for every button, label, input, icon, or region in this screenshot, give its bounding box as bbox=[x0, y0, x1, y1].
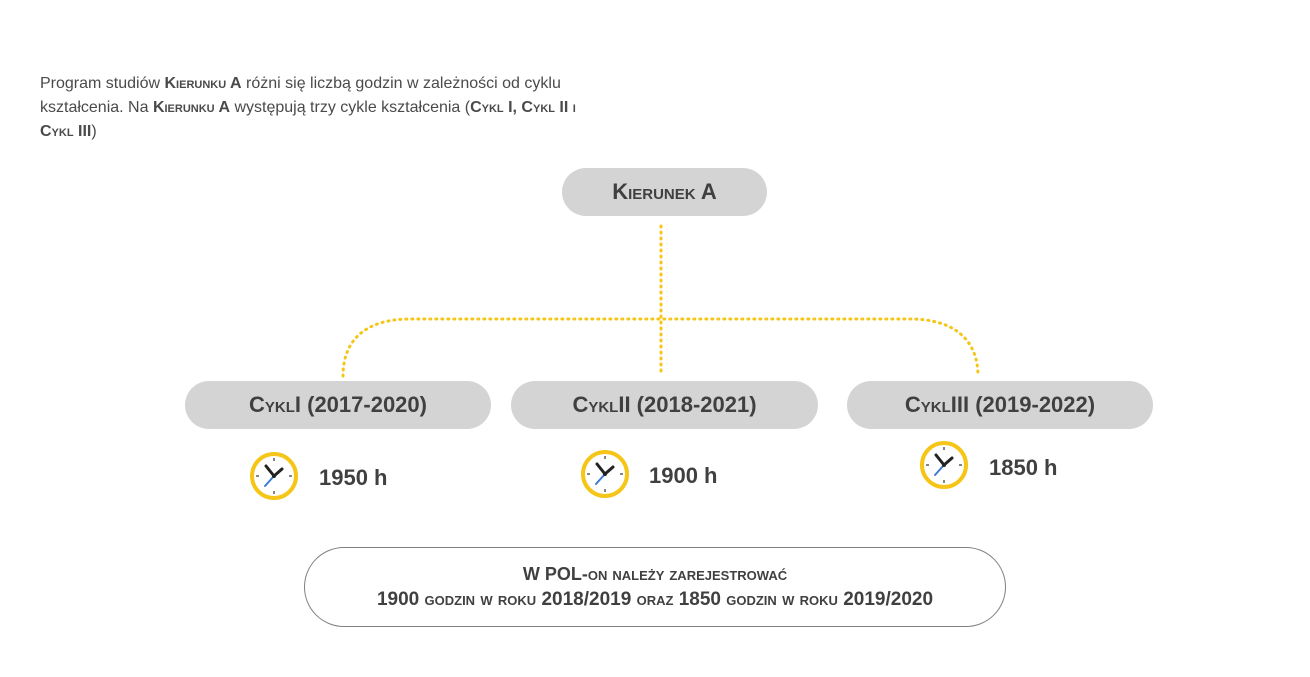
note-line-1: W POL-on należy zarejestrować bbox=[523, 561, 787, 587]
cycle-word: Cykl bbox=[572, 392, 619, 417]
connector-branch bbox=[341, 317, 980, 378]
intro-bold: Kierunku A bbox=[164, 75, 242, 92]
note-word: oraz bbox=[631, 589, 679, 610]
cycle-word: Cykl bbox=[904, 392, 951, 417]
note-line-2: 1900 godzin w roku 2018/2019 oraz 1850 g… bbox=[377, 587, 933, 613]
clock-icon bbox=[920, 441, 968, 489]
cycle-years: I (2017-2020) bbox=[294, 392, 427, 417]
cycle-hours-3: 1850 h bbox=[989, 455, 1058, 480]
note-register: -on należy zarejestrować bbox=[581, 564, 788, 584]
intro-part: ) bbox=[91, 123, 97, 140]
cycle-hours-1: 1950 h bbox=[319, 465, 388, 490]
cycle-node-2: Cykl II (2018-2021) bbox=[511, 381, 818, 429]
intro-text: Program studiów Kierunku A różni się lic… bbox=[40, 72, 580, 144]
cycle-node-3: Cykl III (2019-2022) bbox=[847, 381, 1153, 429]
note-year-1: 2018/2019 bbox=[541, 589, 632, 610]
note-word: w roku bbox=[480, 589, 542, 610]
note-pol: W POL bbox=[522, 564, 582, 584]
note-hours-2: 1850 bbox=[678, 589, 721, 610]
registration-note: W POL-on należy zarejestrować 1900 godzi… bbox=[304, 547, 1006, 627]
note-hours-1: 1900 bbox=[376, 589, 420, 610]
intro-part: różni się liczbą godzin w zależności od … bbox=[40, 75, 561, 116]
cycle-word: Cykl bbox=[249, 392, 295, 417]
kierunek-node: Kierunek A bbox=[562, 168, 767, 216]
cycle-hours-2: 1900 h bbox=[649, 463, 718, 488]
intro-part: Program studiów bbox=[40, 75, 165, 92]
note-word: godzin bbox=[720, 589, 783, 610]
cycle-years: III (2019-2022) bbox=[950, 392, 1096, 417]
cycle-years: II (2018-2021) bbox=[618, 392, 757, 417]
cycle-node-1: Cykl I (2017-2020) bbox=[185, 381, 491, 429]
intro-bold: Kierunku A bbox=[152, 99, 231, 116]
note-year-2: 2019/2020 bbox=[843, 589, 934, 610]
intro-bold: Cykl I, Cykl II i Cykl III bbox=[40, 99, 576, 140]
clock-icon bbox=[581, 450, 629, 498]
note-word: w roku bbox=[782, 589, 844, 610]
note-word: godzin bbox=[419, 589, 481, 610]
intro-part: występują trzy cykle kształcenia ( bbox=[230, 99, 471, 116]
kierunek-label: Kierunek A bbox=[612, 179, 717, 204]
clock-icon bbox=[250, 452, 298, 500]
